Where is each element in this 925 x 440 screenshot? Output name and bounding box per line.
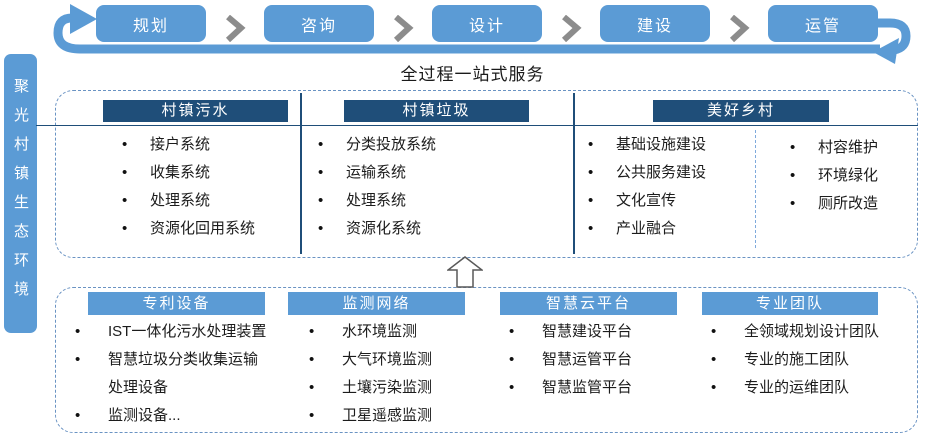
list-item: 卫星遥感监测 (302, 402, 492, 430)
list-item: 文化宣传 (582, 187, 747, 215)
flow-step-planning: 规划 (96, 5, 206, 42)
services-divider-2 (573, 93, 575, 254)
list-item: 全领域规划设计团队 (704, 318, 914, 346)
list-item: 收集系统 (116, 159, 296, 187)
services-header-rule (38, 125, 918, 126)
chevron-right-icon (393, 15, 414, 42)
loop-right-arrowhead-icon (873, 38, 899, 64)
flow-caption: 全过程一站式服务 (400, 65, 545, 84)
header-village-sewage: 村镇污水 (103, 100, 288, 122)
flow-step-construction: 建设 (600, 5, 710, 42)
chevron-right-icon (729, 15, 750, 42)
monitoring-network-list: 水环境监测大气环境监测土壤污染监测卫星遥感监测 (302, 318, 492, 430)
services-divider-1 (300, 93, 302, 254)
list-item: IST一体化污水处理装置 (68, 318, 280, 346)
professional-team-list: 全领域规划设计团队专业的施工团队专业的运维团队 (704, 318, 914, 402)
header-patent-equipment: 专利设备 (88, 292, 265, 315)
flow-step-design: 设计 (432, 5, 542, 42)
list-item: 土壤污染监测 (302, 374, 492, 402)
loop-line (53, 13, 880, 54)
garbage-items-list: 分类投放系统运输系统处理系统资源化系统 (312, 131, 512, 243)
list-item: 资源化回用系统 (116, 215, 296, 243)
list-item: 处理系统 (312, 187, 512, 215)
header-village-garbage: 村镇垃圾 (344, 100, 529, 122)
list-item: 接户系统 (116, 131, 296, 159)
up-arrow-icon (447, 256, 483, 288)
sewage-items-list: 接户系统收集系统处理系统资源化回用系统 (116, 131, 296, 243)
list-item: 处理系统 (116, 187, 296, 215)
list-item: 水环境监测 (302, 318, 492, 346)
list-item: 智慧运管平台 (502, 346, 692, 374)
list-item: 厕所改造 (784, 190, 914, 218)
flow-step-operation: 运管 (768, 5, 878, 42)
list-item: 智慧建设平台 (502, 318, 692, 346)
chevron-right-icon (225, 15, 246, 42)
header-beautiful-village: 美好乡村 (653, 100, 829, 122)
patent-equipment-list: IST一体化污水处理装置智慧垃圾分类收集运输 处理设备监测设备... (68, 318, 280, 430)
cycle-loop-arrow (53, 4, 911, 64)
list-item: 专业的运维团队 (704, 374, 914, 402)
loop-left-arrowhead-icon (70, 4, 97, 34)
header-smart-cloud-platform: 智慧云平台 (500, 292, 677, 315)
beautiful-village-subdivider (755, 130, 756, 248)
chevron-right-icon (561, 15, 582, 42)
list-item: 监测设备... (68, 402, 280, 430)
list-item: 环境绿化 (784, 162, 914, 190)
header-professional-team: 专业团队 (702, 292, 878, 315)
beautiful-village-right-list: 村容维护环境绿化厕所改造 (784, 134, 914, 218)
list-item: 智慧垃圾分类收集运输 处理设备 (68, 346, 280, 402)
list-item: 村容维护 (784, 134, 914, 162)
list-item: 专业的施工团队 (704, 346, 914, 374)
list-item: 分类投放系统 (312, 131, 512, 159)
list-item: 大气环境监测 (302, 346, 492, 374)
list-item: 运输系统 (312, 159, 512, 187)
list-item: 基础设施建设 (582, 131, 747, 159)
list-item: 产业融合 (582, 215, 747, 243)
header-monitoring-network: 监测网络 (288, 292, 465, 315)
smart-cloud-list: 智慧建设平台智慧运管平台智慧监管平台 (502, 318, 692, 402)
loop-right-curl (872, 18, 911, 55)
beautiful-village-left-list: 基础设施建设公共服务建设文化宣传产业融合 (582, 131, 747, 243)
list-item: 资源化系统 (312, 215, 512, 243)
flow-step-consulting: 咨询 (264, 5, 374, 42)
brand-vertical-banner: 聚光村镇生态环境 (4, 54, 37, 333)
list-item: 智慧监管平台 (502, 374, 692, 402)
list-item: 公共服务建设 (582, 159, 747, 187)
